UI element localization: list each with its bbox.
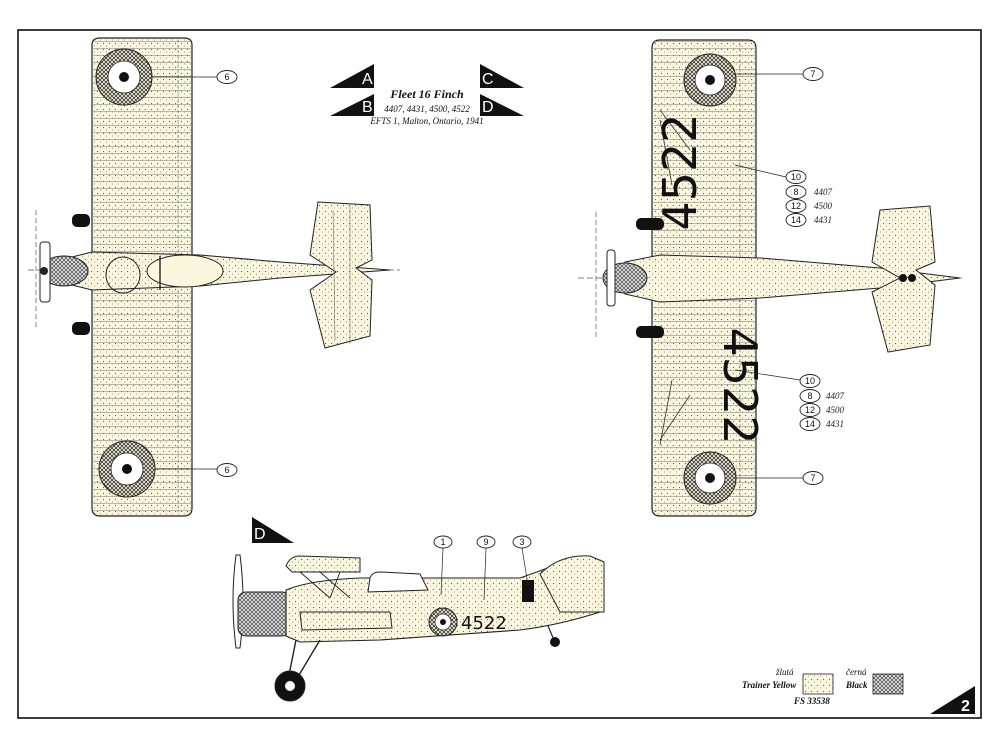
svg-text:8: 8	[793, 187, 798, 197]
svg-text:4431: 4431	[814, 215, 832, 225]
callout-underside-top: 7	[802, 67, 824, 81]
roundel-fuselage	[428, 607, 458, 637]
side-view: D 4522 1	[232, 517, 605, 702]
svg-text:6: 6	[224, 72, 229, 82]
svg-text:B: B	[362, 99, 373, 116]
aircraft-name: Fleet 16 Finch	[389, 87, 464, 101]
callout-roundel-top: 6	[216, 70, 238, 84]
serials-line: 4407, 4431, 4500, 4522	[384, 104, 470, 114]
svg-text:6: 6	[224, 465, 229, 475]
svg-text:10: 10	[791, 172, 801, 182]
callout-side-2: 9	[476, 535, 496, 549]
serial-key-top: 10 8 4407 12 4500 14 4431	[785, 170, 833, 227]
svg-text:D: D	[254, 526, 266, 543]
svg-text:10: 10	[805, 376, 815, 386]
roundel-top-wing-1	[95, 48, 153, 106]
svg-text:A: A	[362, 71, 373, 88]
svg-text:4407: 4407	[826, 391, 845, 401]
callout-side-1: 1	[433, 535, 453, 549]
svg-text:12: 12	[791, 201, 801, 211]
color-legend: žlutá Trainer Yellow černá Black FS 3353…	[742, 667, 904, 706]
legend-black-cz: černá	[846, 667, 867, 677]
legend-fs-code: FS 33538	[793, 696, 830, 706]
svg-text:4407: 4407	[814, 187, 833, 197]
page-number-tab	[930, 686, 975, 714]
flag-a	[330, 64, 374, 88]
svg-text:12: 12	[805, 405, 815, 415]
svg-text:4500: 4500	[826, 405, 845, 415]
sheet-border	[17, 29, 982, 719]
page-number: 2	[961, 698, 970, 715]
svg-text:4431: 4431	[826, 419, 844, 429]
svg-text:4500: 4500	[814, 201, 833, 211]
svg-text:9: 9	[483, 537, 488, 547]
callout-roundel-bottom: 6	[216, 463, 238, 477]
unit-line: EFTS 1, Malton, Ontario, 1941	[369, 116, 483, 126]
legend-yellow-en: Trainer Yellow	[742, 680, 797, 690]
callout-side-3: 3	[512, 535, 532, 549]
registration-under-bottom: 4522	[713, 327, 767, 444]
svg-text:D: D	[482, 99, 494, 116]
legend-black-en: Black	[845, 680, 868, 690]
svg-text:C: C	[482, 71, 494, 88]
roundel-under-wing-2	[683, 451, 737, 505]
serial-key-bottom: 10 8 4407 12 4500 14 4431	[799, 374, 845, 431]
svg-text:7: 7	[810, 473, 815, 483]
svg-text:8: 8	[807, 391, 812, 401]
svg-text:14: 14	[791, 215, 801, 225]
swatch-black	[872, 673, 904, 695]
flag-d	[480, 94, 524, 116]
svg-text:1: 1	[440, 537, 445, 547]
legend-yellow-cz: žlutá	[775, 667, 794, 677]
title-block: A B C D Fleet 16 Finch 4407, 4431, 4500,…	[330, 64, 524, 126]
roundel-under-wing-1	[683, 53, 737, 107]
underside-view: 4522 4522 7 7 10 8 4407 12 4500 14 4431	[578, 39, 965, 517]
top-view: 6 6	[28, 37, 400, 517]
registration-fuselage: 4522	[461, 613, 507, 634]
flag-b	[330, 94, 374, 116]
tailplane-top	[309, 201, 373, 349]
svg-text:3: 3	[519, 537, 524, 547]
side-engine	[237, 591, 291, 637]
svg-text:14: 14	[805, 419, 815, 429]
flag-side-d	[252, 517, 294, 543]
flag-c	[480, 64, 524, 88]
swatch-yellow	[802, 673, 834, 695]
svg-text:7: 7	[810, 69, 815, 79]
registration-under-top: 4522	[653, 113, 707, 230]
callout-underside-bottom: 7	[802, 471, 824, 485]
roundel-top-wing-2	[98, 440, 156, 498]
